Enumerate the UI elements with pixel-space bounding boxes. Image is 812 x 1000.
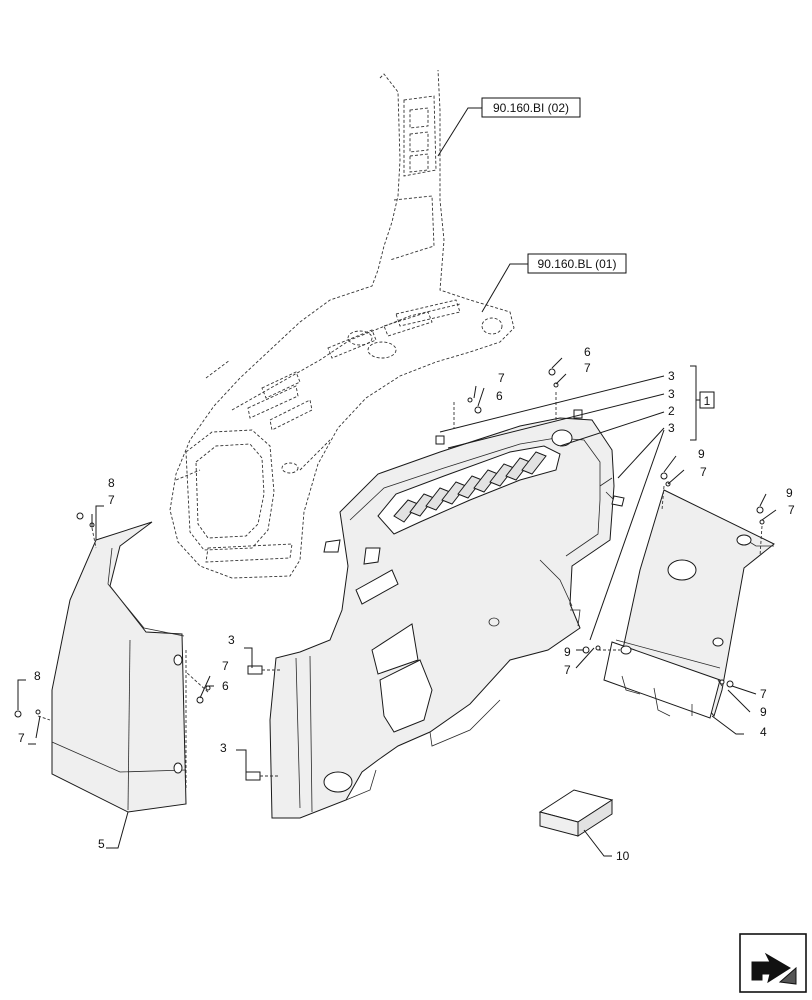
part-4-rear-panel	[603, 489, 775, 719]
callout-5: 5	[98, 837, 105, 851]
callout-6-c: 6	[222, 679, 229, 693]
callout-7-a: 7	[498, 371, 505, 385]
callout-3-a: 3	[668, 369, 675, 383]
callout-6-a: 6	[496, 389, 503, 403]
callout-7-h: 7	[564, 663, 571, 677]
callout-9-b: 9	[786, 486, 793, 500]
callout-7-g: 7	[788, 503, 795, 517]
kit-box: 1	[699, 391, 715, 409]
dashboard-assembly-dashed	[169, 69, 515, 579]
callout-7-c: 7	[108, 493, 115, 507]
vent-louvers	[393, 451, 547, 523]
callout-4: 4	[760, 725, 767, 739]
reference-box-b[interactable]: 90.160.BL (01)	[527, 253, 627, 274]
fasteners	[14, 368, 765, 781]
reference-box-a[interactable]: 90.160.BI (02)	[481, 97, 581, 118]
leader-lines	[17, 107, 777, 857]
callout-7-d: 7	[222, 659, 229, 673]
part-10-kit-box	[538, 789, 614, 837]
callout-10: 10	[616, 849, 630, 863]
callout-3-c: 3	[668, 421, 675, 435]
reference-label-b: 90.160.BL (01)	[538, 257, 617, 271]
callout-3-d: 3	[228, 633, 235, 647]
callout-9-a: 9	[698, 447, 705, 461]
callout-6-b: 6	[584, 345, 591, 359]
callout-2: 2	[668, 404, 675, 418]
callout-labels: 3 3 2 3 7 6 6 7 8 7 3 3 7 6 8 7 5 9 7 9 …	[18, 345, 795, 863]
callout-8-a: 8	[108, 476, 115, 490]
interior-side-panel	[269, 417, 615, 819]
callout-8-b: 8	[34, 669, 41, 683]
kit-box-label: 1	[704, 394, 711, 408]
callout-3-e: 3	[220, 741, 227, 755]
guide-lines	[37, 392, 763, 790]
callout-7-e: 7	[18, 731, 25, 745]
callout-7-f: 7	[700, 465, 707, 479]
callout-9-d: 9	[760, 705, 767, 719]
callout-7-b: 7	[584, 361, 591, 375]
next-page-arrow-icon[interactable]	[739, 933, 807, 993]
callout-9-c: 9	[564, 645, 571, 659]
callout-7-i: 7	[760, 687, 767, 701]
callout-3-b: 3	[668, 387, 675, 401]
part-5-fender-cover	[51, 521, 187, 813]
reference-label-a: 90.160.BI (02)	[493, 101, 569, 115]
